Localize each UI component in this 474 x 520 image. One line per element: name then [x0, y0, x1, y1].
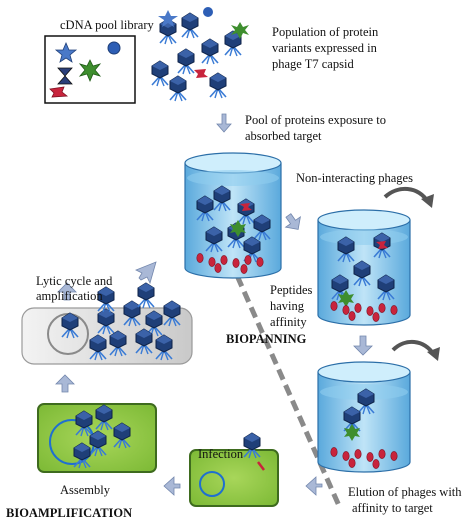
arrow-down-icon — [216, 113, 232, 133]
lytic-box — [21, 282, 193, 365]
biopanning-label: BIOPANNING — [226, 332, 307, 346]
spiky-protein-icon — [78, 59, 102, 83]
population-label-3: phage T7 capsid — [272, 57, 354, 71]
pool-label-1: Pool of proteins exposure to — [245, 113, 386, 127]
hourglass-protein-icon — [57, 67, 73, 85]
infection-cell — [189, 432, 279, 507]
non-interacting-label: Non-interacting phages — [296, 171, 413, 185]
pool-label-2: absorbed target — [245, 129, 322, 143]
lytic-label-2: amplification — [36, 289, 103, 303]
arrow-to-assembly-icon — [163, 476, 181, 496]
bioamplification-label: BIOAMPLIFICATION — [6, 506, 132, 520]
peptides-label-1: Peptides — [270, 283, 312, 297]
beaker-3 — [317, 361, 411, 473]
elution-label-1: Elution of phages with — [348, 485, 462, 499]
arrow-lytic-up-icon — [57, 282, 77, 301]
curved-arrow-2-icon — [427, 347, 440, 361]
assembly-label: Assembly — [60, 483, 111, 497]
beaker-2 — [317, 209, 411, 326]
elution-label-2: affinity to target — [352, 501, 433, 515]
curved-arrow-icon — [421, 194, 434, 208]
infection-label: Infection — [198, 447, 244, 461]
cdna-library-box — [44, 35, 136, 104]
cdna-library-label: cDNA pool library — [60, 18, 154, 32]
arrow-to-infection-icon — [305, 476, 323, 496]
red-protein-icon — [49, 86, 69, 98]
arrow-to-beaker2-icon — [284, 213, 301, 230]
lytic-label-1: Lytic cycle and — [36, 274, 113, 288]
arrow-to-beaker3-icon — [353, 335, 373, 356]
assembly-cell — [37, 403, 157, 473]
peptides-label-2: having — [270, 299, 305, 313]
population-label-2: variants expressed in — [272, 41, 378, 55]
star-protein-icon — [54, 41, 78, 63]
arrow-to-lytic-icon — [55, 374, 75, 393]
circle-protein-icon — [107, 41, 121, 55]
arrow-to-biopanning-icon — [135, 261, 157, 285]
beaker-1 — [184, 152, 282, 279]
phage-population — [151, 7, 249, 102]
population-label-1: Population of protein — [272, 25, 379, 39]
peptides-label-3: affinity — [270, 315, 307, 329]
